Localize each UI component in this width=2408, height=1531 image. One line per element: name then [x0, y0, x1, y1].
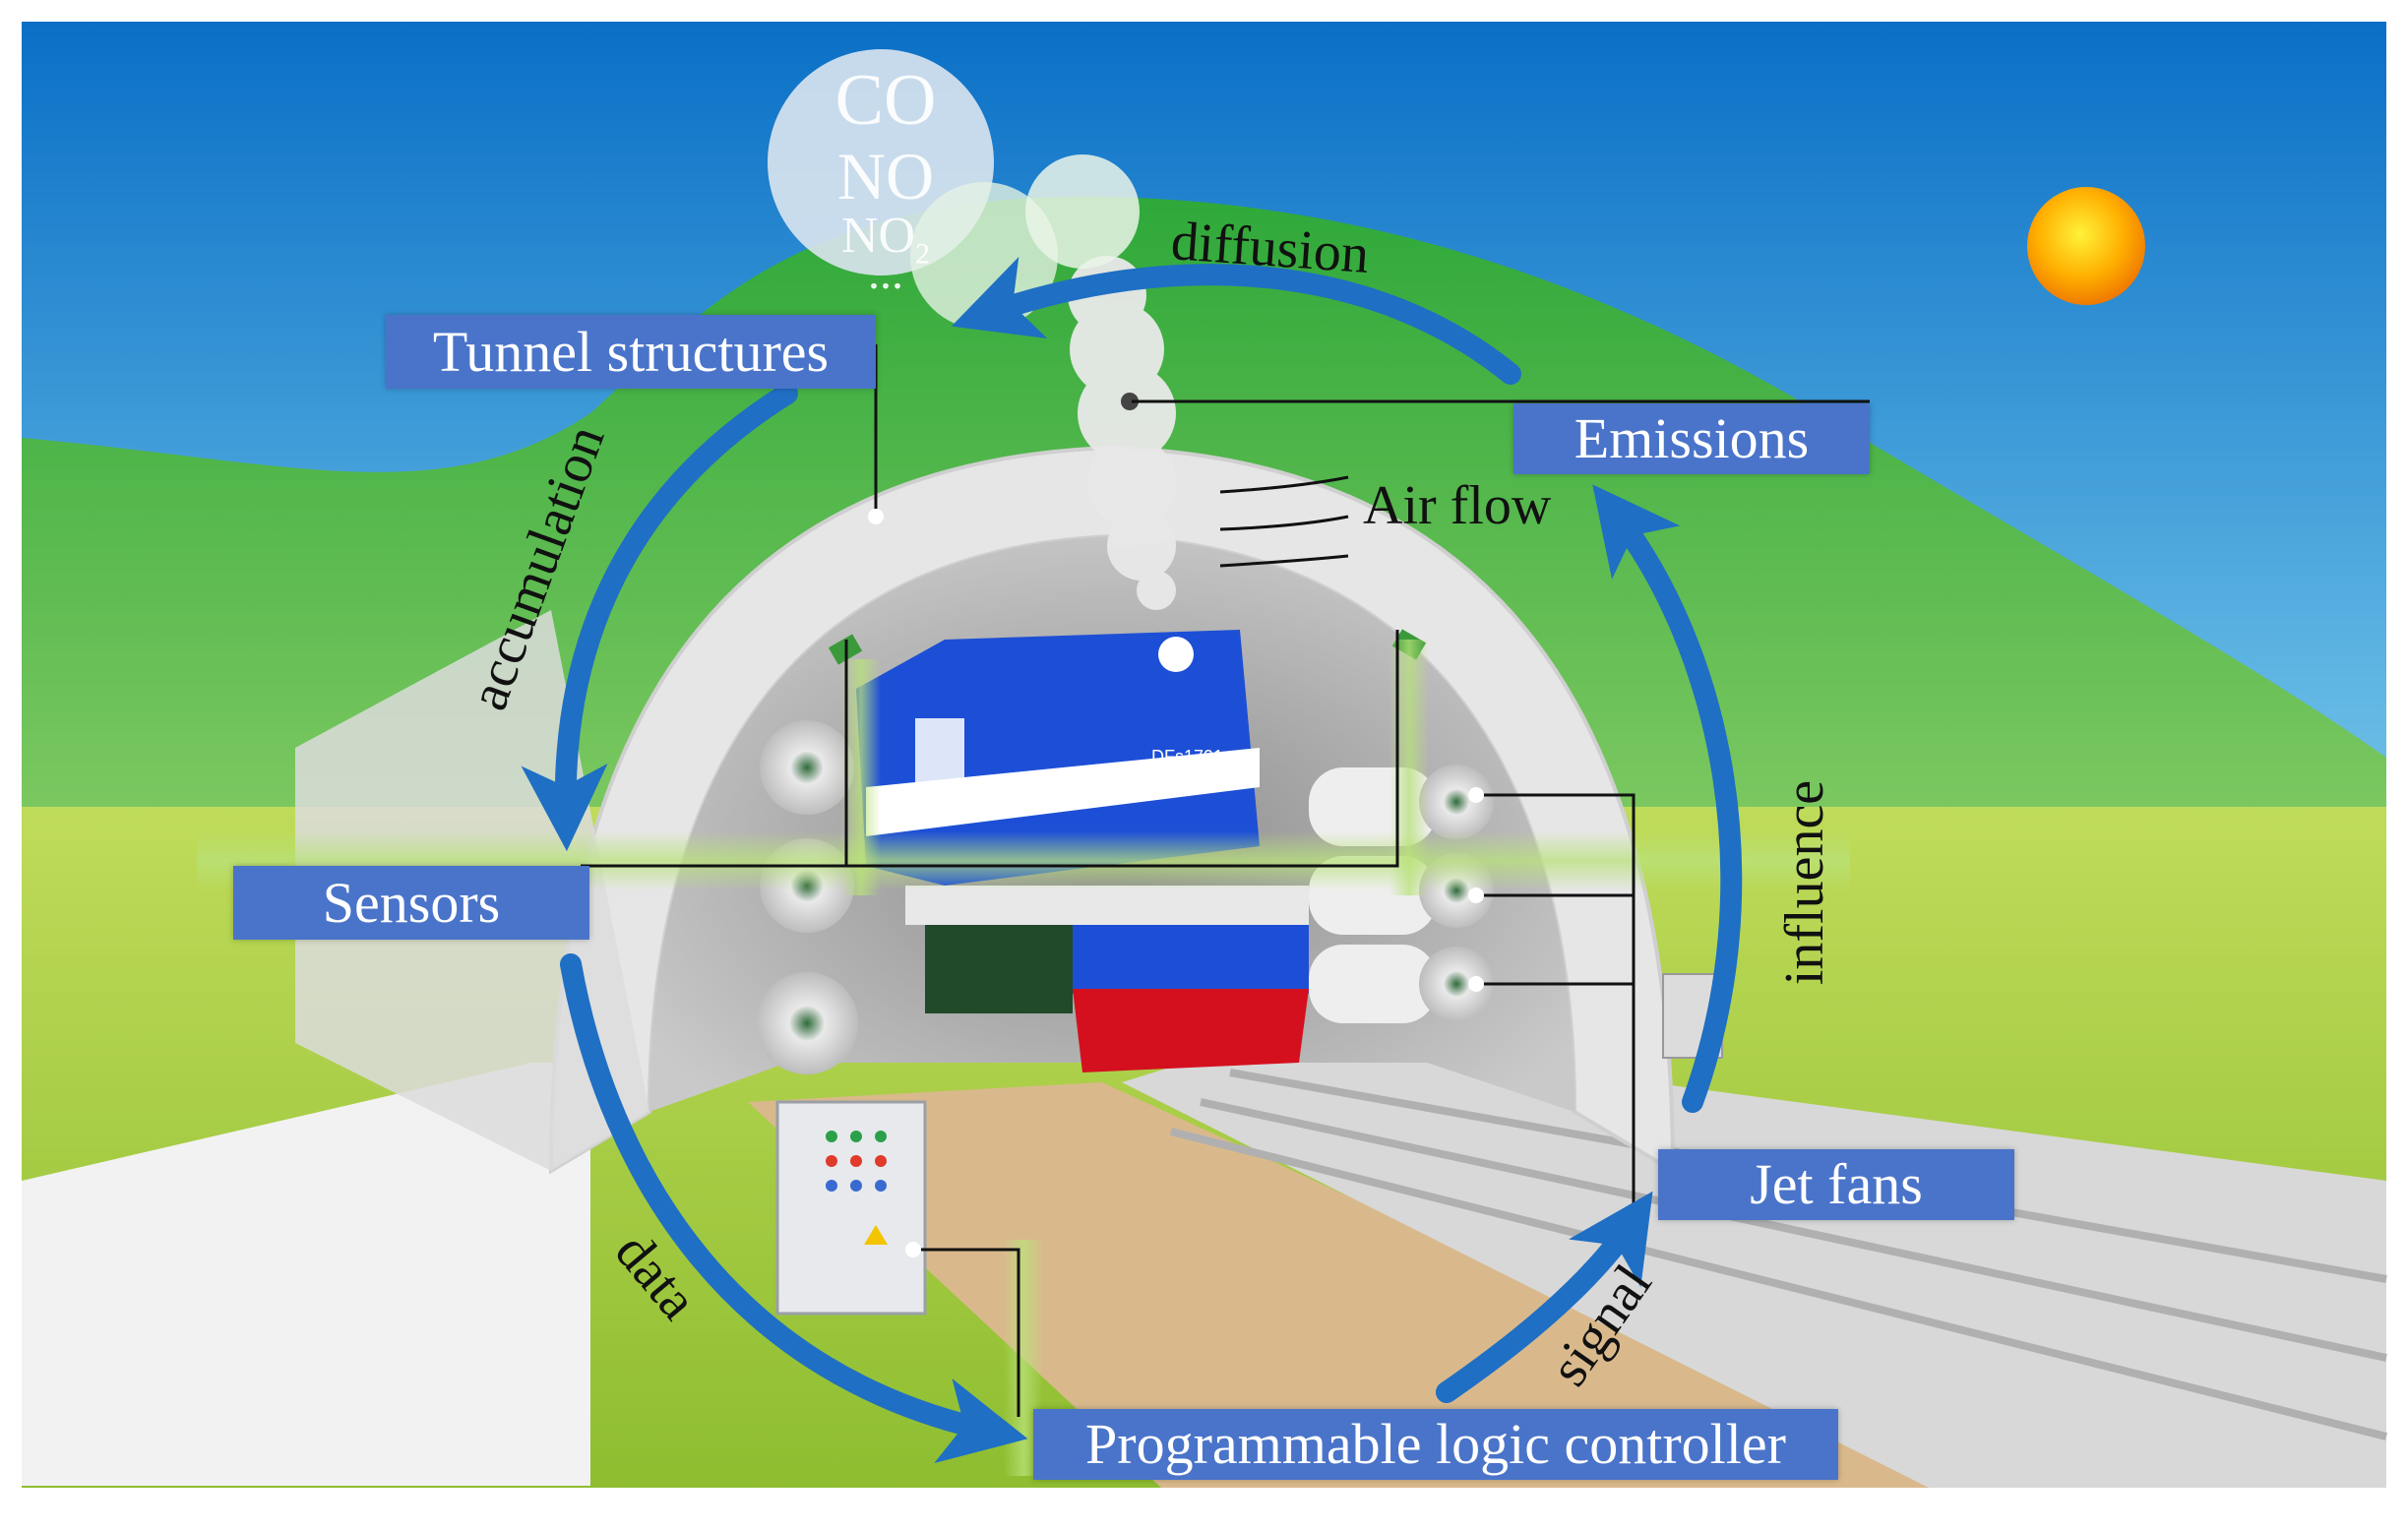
gas-no2-label: NO2	[827, 207, 945, 271]
train-number: DFs1791	[1151, 747, 1223, 766]
tunnel-structures-label: Tunnel structures	[386, 315, 876, 389]
gas-no2-base: NO	[840, 208, 916, 264]
connector-lines	[581, 344, 1870, 1417]
air-flow-label: Air flow	[1363, 475, 1552, 536]
influence-arrow-label: influence	[1774, 779, 1836, 986]
accumulation-arrow	[521, 383, 798, 852]
sensor-glow-left	[841, 659, 881, 895]
sensor-glow-right	[1389, 640, 1429, 895]
ground-slab	[22, 1063, 590, 1486]
plc-label: Programmable logic controller	[1033, 1409, 1838, 1480]
influence-arrow	[1592, 484, 1743, 1113]
rails-area	[1122, 1033, 2386, 1488]
gas-no-label: NO	[836, 139, 935, 214]
train: DFs1791	[856, 630, 1309, 1072]
signal-arrow	[1436, 1191, 1653, 1403]
connector-dots	[868, 509, 1484, 1257]
emission-source-dot	[1121, 393, 1139, 410]
jet-fans-label: Jet fans	[1658, 1149, 2014, 1220]
gas-more-label: ...	[868, 247, 903, 299]
sun	[2027, 187, 2145, 305]
track-bed	[748, 1082, 1978, 1488]
control-cabinet	[775, 1100, 927, 1316]
gas-no2-subscript: 2	[915, 237, 931, 271]
gas-co-label: CO	[834, 60, 937, 141]
emissions-label: Emissions	[1513, 403, 1870, 474]
sensors-label: Sensors	[233, 866, 589, 940]
diffusion-arrow	[951, 257, 1521, 385]
data-arrow	[560, 953, 1028, 1464]
cycle-arrows	[521, 257, 1743, 1464]
